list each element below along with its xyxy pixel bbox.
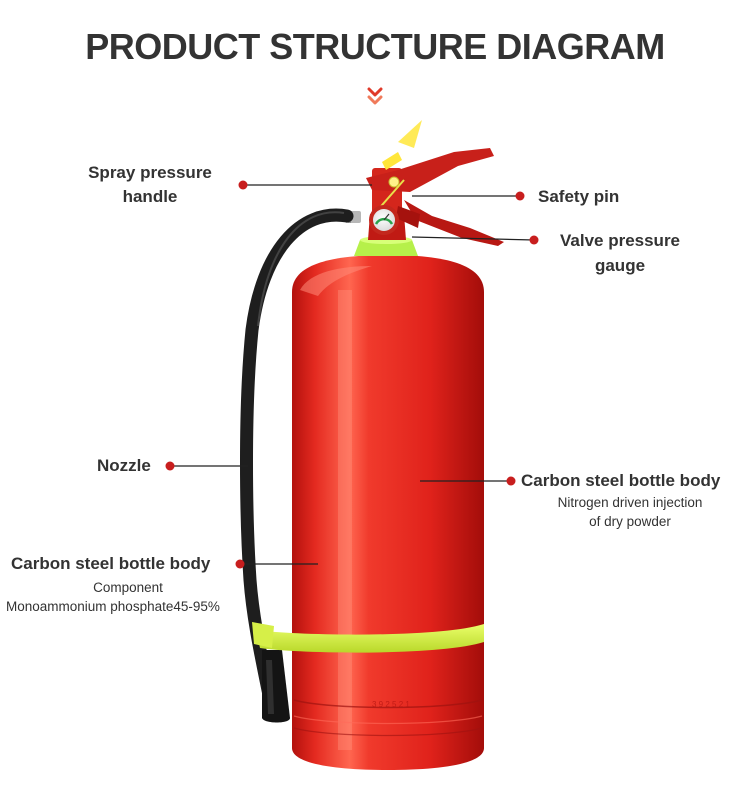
- bottom-ridge: [293, 715, 483, 725]
- label-spray-handle-line1: Spray pressure: [88, 163, 212, 182]
- shoulder-highlight: [300, 266, 372, 296]
- label-valve-gauge-line1: Valve pressure: [559, 231, 681, 250]
- leader-dot: [529, 235, 539, 245]
- label-body-right-desc2: of dry powder: [589, 514, 671, 529]
- label-safety-pin: Safety pin: [538, 187, 620, 206]
- body-sheen: [338, 290, 352, 750]
- leader-dot: [238, 180, 248, 190]
- label-nozzle: Nozzle: [97, 456, 151, 475]
- label-body-left-title: Carbon steel bottle body: [11, 554, 211, 573]
- cylinder-body: [292, 255, 484, 770]
- label-body-left-desc1: Component: [93, 580, 163, 595]
- leader-dot: [515, 191, 525, 201]
- leader-dot: [506, 476, 516, 486]
- label-body-right-title: Carbon steel bottle body: [521, 471, 721, 490]
- green-collar: [354, 240, 418, 256]
- leader-dot: [165, 461, 175, 471]
- label-spray-handle-line2: handle: [122, 187, 178, 206]
- yellow-strap: [256, 624, 484, 653]
- label-valve-gauge-line2: gauge: [594, 256, 646, 275]
- leader-dot: [235, 559, 245, 569]
- bottom-ridge: [293, 699, 483, 709]
- label-body-left-desc2: Monoammonium phosphate45-95%: [6, 599, 220, 614]
- embossed-mark: 3 9 2 5 2 1: [372, 700, 410, 709]
- label-body-right-desc1: Nitrogen driven injection: [557, 495, 703, 510]
- seal-tag: [398, 120, 422, 148]
- bottom-ridge: [293, 727, 483, 737]
- page-title: PRODUCT STRUCTURE DIAGRAM: [85, 26, 665, 67]
- leader-line: [411, 236, 535, 241]
- bottom-lever: [404, 200, 504, 246]
- double-chevron-down-icon: [367, 87, 383, 105]
